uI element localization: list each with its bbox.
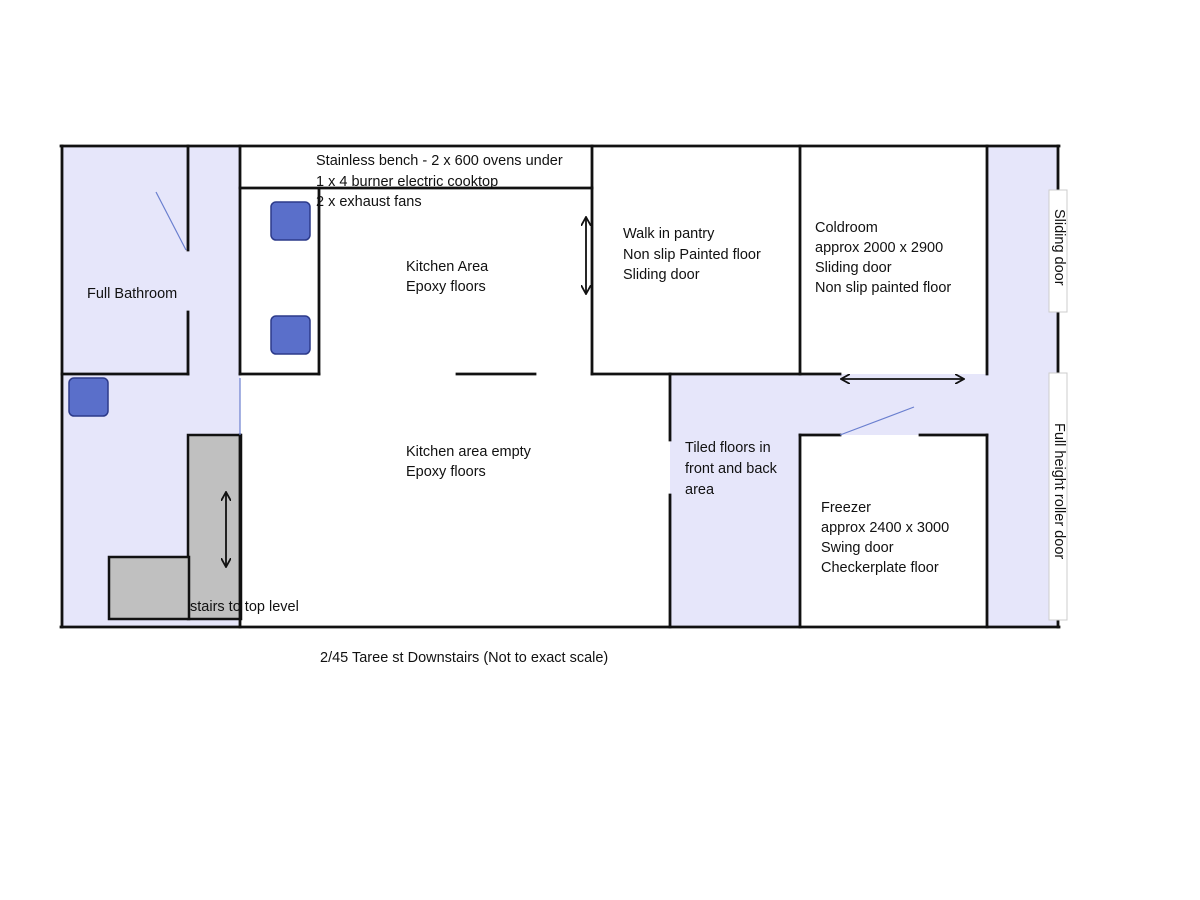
- pantry-label-1: Walk in pantry: [623, 226, 715, 242]
- walls: [59, 144, 1061, 629]
- tiled-back-area: [987, 147, 1058, 627]
- freezer-interior: [800, 435, 987, 627]
- coldroom-label-1: Coldroom: [815, 220, 878, 236]
- kitchen-empty-label-1: Kitchen area empty: [406, 444, 531, 460]
- freezer-label-4: Checkerplate floor: [821, 560, 939, 576]
- bathroom-label: Full Bathroom: [87, 286, 178, 302]
- bench-label-2: 1 x 4 burner electric cooktop: [316, 174, 499, 190]
- roller-door-label: Full height roller door: [1051, 423, 1067, 560]
- door-swings: [155, 191, 915, 436]
- bench-label-3: 2 x exhaust fans: [316, 194, 422, 210]
- side-doors: [1048, 189, 1068, 621]
- stairs: [107, 433, 243, 621]
- sliding-door-panel: [1048, 189, 1068, 313]
- tiled-label-3: area: [685, 482, 715, 498]
- freezer-label-3: Swing door: [821, 540, 894, 556]
- room-interiors: [800, 147, 987, 627]
- bathroom-door-swing: [155, 191, 187, 251]
- coldroom-label-4: Non slip painted floor: [815, 280, 952, 296]
- appliances: [68, 201, 311, 417]
- sliding-door-label: Sliding door: [1051, 209, 1067, 286]
- freezer-door-swing: [839, 406, 915, 436]
- coldroom-label-2: approx 2000 x 2900: [815, 240, 944, 256]
- roller-door-panel: [1048, 372, 1068, 621]
- freezer-label-2: approx 2400 x 3000: [821, 520, 950, 536]
- kitchen-label-1: Kitchen Area: [406, 259, 489, 275]
- exhaust-fan-1: [270, 201, 311, 241]
- plan-caption: 2/45 Taree st Downstairs (Not to exact s…: [320, 650, 609, 666]
- stairs-flight: [186, 433, 243, 621]
- pantry-label-3: Sliding door: [623, 267, 700, 283]
- tiled-label-1: Tiled floors in: [685, 440, 771, 456]
- kitchen-empty-label-2: Epoxy floors: [406, 464, 486, 480]
- freezer-label-1: Freezer: [821, 500, 871, 516]
- pantry-label-2: Non slip Painted floor: [623, 247, 761, 263]
- bench-label-1: Stainless bench - 2 x 600 ovens under: [316, 153, 563, 169]
- tiled-label-2: front and back: [685, 461, 777, 477]
- kitchen-label-2: Epoxy floors: [406, 279, 486, 295]
- coldroom-label-3: Sliding door: [815, 260, 892, 276]
- stairs-landing: [107, 555, 191, 621]
- appliance-bathroom: [68, 377, 109, 417]
- coldroom-interior: [800, 147, 987, 374]
- exhaust-fan-2: [270, 315, 311, 355]
- stairs-label: stairs to top level: [190, 599, 299, 615]
- arrows: [226, 218, 963, 566]
